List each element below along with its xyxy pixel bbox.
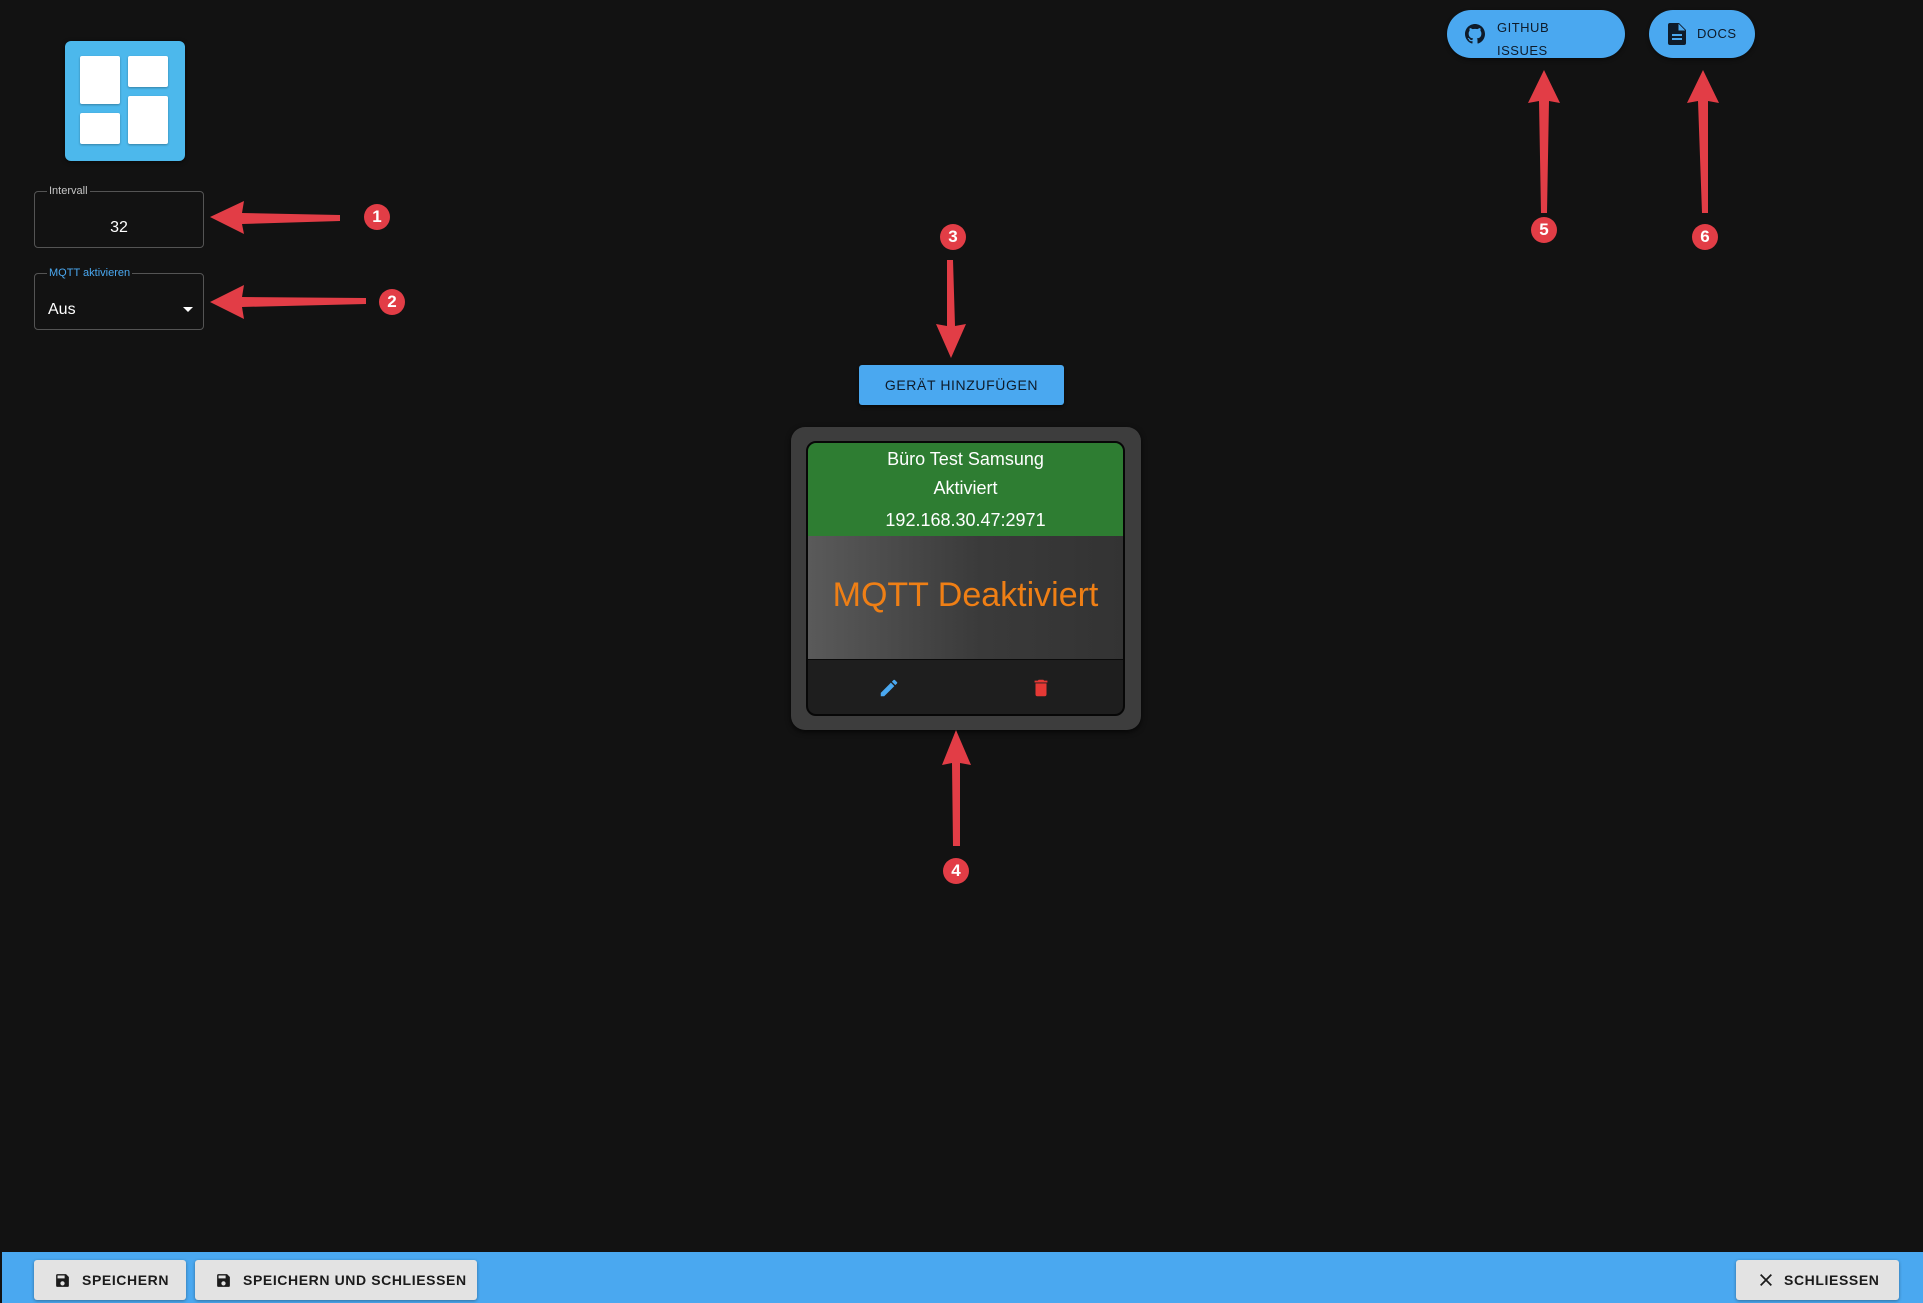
annotation-arrow-6 [1687, 70, 1719, 213]
floppy-disk-icon [56, 1274, 69, 1287]
close-button-label: SCHLIESSEN [1784, 1272, 1880, 1288]
close-icon [1760, 1274, 1772, 1286]
mqtt-select-label: MQTT aktivieren [49, 267, 131, 279]
save-button[interactable]: SPEICHERN [34, 1260, 186, 1300]
docs-button[interactable]: DOCS [1649, 10, 1755, 58]
close-button[interactable]: SCHLIESSEN [1736, 1260, 1899, 1300]
app-logo [65, 41, 185, 161]
device-card: Büro Test Samsung Aktiviert 192.168.30.4… [806, 441, 1125, 716]
interval-value[interactable]: 32 [110, 219, 128, 236]
save-and-close-label: SPEICHERN UND SCHLIESSEN [243, 1272, 467, 1288]
github-icon [1465, 24, 1485, 44]
annotation-marker-5: 5 [1531, 217, 1557, 243]
mqtt-select-value[interactable]: Aus [48, 301, 76, 318]
device-card-header: Büro Test Samsung Aktiviert 192.168.30.4… [808, 443, 1123, 536]
device-status: MQTT Deaktiviert [832, 576, 1099, 614]
annotation-arrow-2 [210, 285, 366, 319]
pencil-icon[interactable] [878, 677, 900, 699]
interval-label: Intervall [49, 185, 88, 197]
device-name: Büro Test Samsung [887, 449, 1044, 469]
github-issues-label: GITHUB ISSUES [1497, 16, 1577, 62]
save-button-label: SPEICHERN [82, 1272, 170, 1288]
github-label-line2: ISSUES [1497, 43, 1548, 58]
device-card-actions [808, 660, 1123, 714]
add-device-button[interactable]: GERÄT HINZUFÜGEN [859, 365, 1064, 405]
annotation-marker-1: 1 [364, 204, 390, 230]
mqtt-select[interactable]: MQTT aktivieren Aus [34, 268, 204, 330]
annotation-marker-6: 6 [1692, 224, 1718, 250]
annotation-marker-3: 3 [940, 224, 966, 250]
docs-label: DOCS [1697, 26, 1737, 41]
annotation-arrow-3 [936, 260, 966, 358]
github-issues-button[interactable]: GITHUB ISSUES [1447, 10, 1625, 58]
save-and-close-button[interactable]: SPEICHERN UND SCHLIESSEN [195, 1260, 477, 1300]
device-state: Aktiviert [933, 478, 998, 498]
dropdown-caret-icon[interactable] [183, 307, 193, 312]
annotation-marker-4: 4 [943, 858, 969, 884]
document-icon [1668, 23, 1686, 45]
floppy-disk-icon [217, 1274, 230, 1287]
annotation-marker-2: 2 [379, 289, 405, 315]
github-label-line1: GITHUB [1497, 20, 1550, 35]
device-card-body: MQTT Deaktiviert [808, 536, 1123, 660]
interval-field[interactable]: Intervall 32 [34, 186, 204, 248]
annotation-arrow-4 [942, 730, 971, 846]
annotation-arrow-5 [1528, 70, 1560, 213]
annotation-arrow-1 [210, 201, 340, 234]
bottom-toolbar: SPEICHERN SPEICHERN UND SCHLIESSEN SCHLI… [2, 1252, 1923, 1303]
device-address: 192.168.30.47:2971 [885, 510, 1046, 530]
trash-icon[interactable] [1030, 676, 1052, 700]
